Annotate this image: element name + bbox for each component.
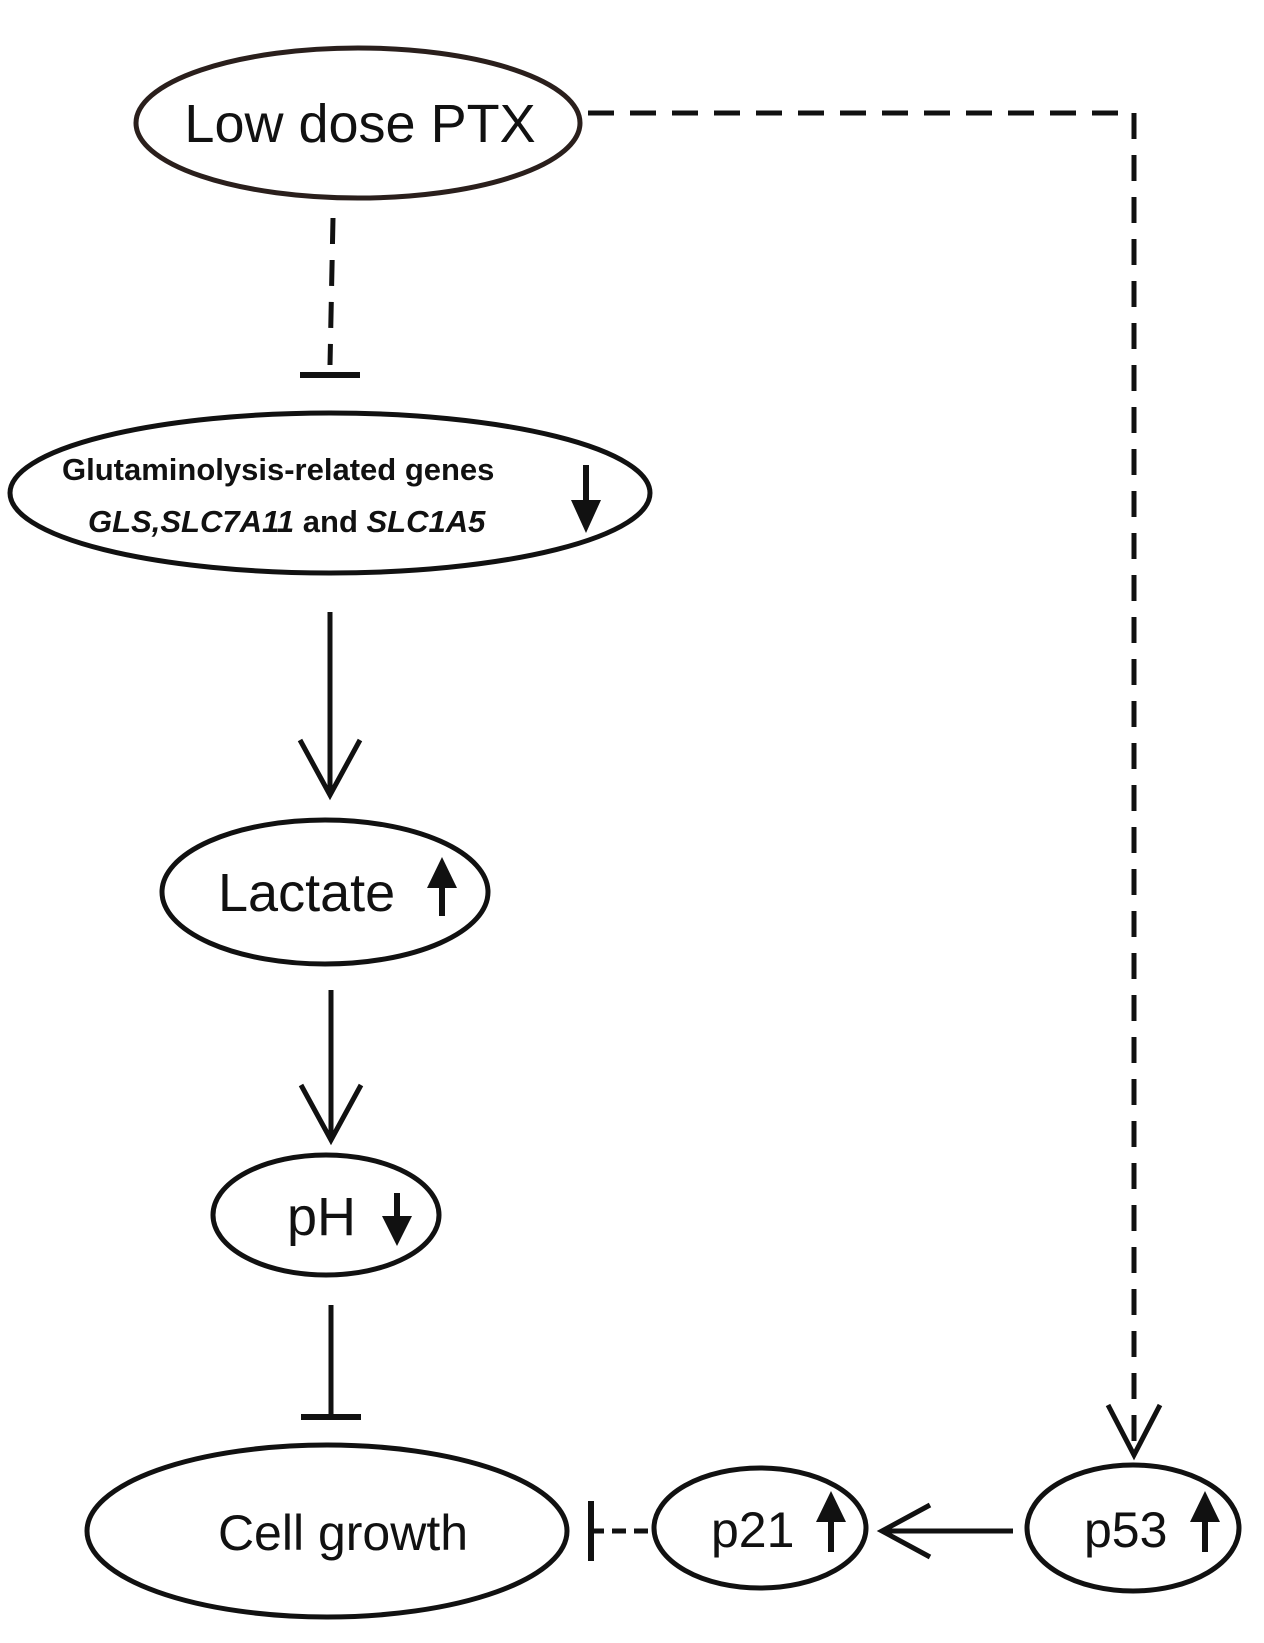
conjunction-and: and: [294, 504, 366, 539]
gene-slc7a11: SLC7A11: [160, 504, 294, 539]
node-label: pH: [287, 1187, 356, 1247]
edge-lactate-to-ph: [298, 990, 364, 1146]
node-lactate: Lactate: [159, 817, 491, 967]
edge-ptx-to-p53: [588, 110, 1163, 1461]
edge-p21-inhibits-cell-growth: [588, 1501, 648, 1561]
node-ellipse: [133, 45, 583, 201]
node-cell-growth: Cell growth: [84, 1442, 570, 1620]
node-p53: p53: [1024, 1462, 1242, 1594]
arrowhead: [876, 1502, 932, 1560]
node-label: Cell growth: [218, 1505, 468, 1561]
node-low-dose-ptx: Low dose PTX: [133, 45, 583, 201]
genes-line-1: Glutaminolysis-related genes: [62, 452, 494, 487]
node-ph: pH: [210, 1152, 442, 1278]
up-arrow-icon: [427, 857, 457, 916]
gene-gls: GLS,: [88, 504, 160, 539]
arrowhead: [1105, 1403, 1163, 1461]
node-label: p21: [711, 1502, 794, 1558]
node-label: Lactate: [218, 863, 395, 923]
node-ellipse: [84, 1442, 570, 1620]
down-arrow-icon: [382, 1193, 412, 1246]
edge-p53-to-p21: [876, 1502, 1013, 1560]
node-ellipse: [1024, 1462, 1242, 1594]
up-arrow-icon: [1190, 1491, 1220, 1552]
node-glutaminolysis-genes: Glutaminolysis-related genes GLS,SLC7A11…: [7, 410, 653, 576]
node-p21: p21: [651, 1465, 869, 1591]
arrowhead: [297, 738, 363, 801]
node-ellipse: [651, 1465, 869, 1591]
dashed-line: [588, 110, 1137, 1448]
arrowhead: [298, 1083, 364, 1146]
up-arrow-icon: [816, 1491, 846, 1552]
node-label: p53: [1084, 1502, 1167, 1558]
genes-line-2: GLS,SLC7A11 and SLC1A5: [88, 504, 486, 539]
edge-ptx-inhibits-genes: [300, 217, 360, 378]
gene-slc1a5: SLC1A5: [367, 504, 487, 539]
edge-genes-to-lactate: [297, 612, 363, 801]
down-arrow-icon: [571, 465, 601, 533]
node-ellipse: [210, 1152, 442, 1278]
edge-ph-inhibits-cell-growth: [301, 1305, 361, 1420]
node-ellipse: [159, 817, 491, 967]
node-ellipse: [7, 410, 653, 576]
dashed-line: [327, 217, 336, 366]
node-label: Low dose PTX: [184, 94, 535, 154]
